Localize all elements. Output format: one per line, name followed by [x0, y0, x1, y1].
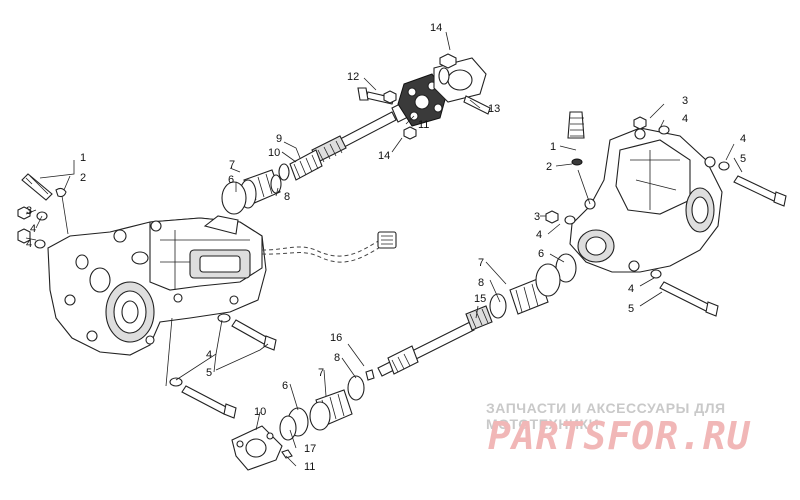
upper-output-flange [357, 53, 491, 140]
left-gearbox-housing [47, 215, 267, 356]
callout-15: 15 [474, 293, 486, 305]
callout-14-mid: 14 [378, 150, 390, 162]
lower-flange [231, 425, 293, 471]
callout-3-right-b: 3 [682, 95, 688, 107]
callout-2-left: 2 [80, 172, 86, 184]
callout-4-left-c: 4 [206, 349, 212, 361]
callout-6-upper: 6 [228, 174, 234, 186]
callout-2-right: 2 [546, 161, 552, 173]
callout-6-middle: 6 [538, 248, 544, 260]
callout-10-upper: 10 [268, 147, 280, 159]
callout-10-lower: 10 [254, 406, 266, 418]
callout-4-left-b: 4 [26, 238, 32, 250]
callout-16: 16 [330, 332, 342, 344]
left-bolts-and-washers [17, 206, 48, 249]
callout-4-right-a: 4 [536, 229, 542, 241]
callout-6-lower: 6 [282, 380, 288, 392]
callout-4-right-c: 4 [740, 133, 746, 145]
callout-9: 9 [276, 133, 282, 145]
callout-11-lower: 11 [304, 461, 315, 473]
callout-4-right-b: 4 [682, 113, 688, 125]
callout-4-right-d: 4 [628, 283, 634, 295]
callout-1-left: 1 [80, 152, 86, 164]
callout-7-lower: 7 [318, 367, 324, 379]
callout-8-middle: 8 [478, 277, 484, 289]
right-bolts-and-washers [545, 116, 787, 317]
callout-1-right: 1 [550, 141, 556, 153]
middle-boot-and-seals [489, 253, 577, 319]
callout-11-upper: 11 [418, 119, 429, 131]
leader-lines [25, 31, 743, 467]
lower-drive-shaft [365, 305, 493, 381]
callout-3-right-a: 3 [534, 211, 540, 223]
callout-7-upper: 7 [229, 159, 235, 171]
right-breather-hose [567, 111, 591, 205]
watermark-caption: ЗАПЧАСТИ И АКСЕССУАРЫ ДЛЯ МОТОТЕХНИКИ [486, 400, 726, 432]
callout-17: 17 [304, 443, 316, 455]
callout-4-left-a: 4 [30, 223, 36, 235]
callout-8-lower: 8 [334, 352, 340, 364]
callout-5-right-b: 5 [628, 303, 634, 315]
left-long-bolts [165, 313, 277, 419]
callout-8-upper: 8 [284, 191, 290, 203]
callout-14-top: 14 [430, 22, 442, 34]
callout-7-middle: 7 [478, 257, 484, 269]
watermark-logo: PARTSFOR.RU [488, 414, 751, 458]
callout-13: 13 [488, 103, 500, 115]
wiring-harness [261, 231, 397, 263]
callout-3-left: 3 [26, 205, 32, 217]
callout-12: 12 [347, 71, 359, 83]
lower-boot-and-seals [279, 375, 365, 441]
callout-5-right-a: 5 [740, 153, 746, 165]
upper-boot-and-seals [221, 149, 323, 215]
callout-5-left: 5 [206, 367, 212, 379]
right-differential-housing [569, 127, 723, 273]
breather-hose-left [21, 173, 69, 235]
callout-numbers: 1 2 3 4 4 4 5 6 7 8 9 10 11 12 13 14 14 … [26, 22, 746, 473]
